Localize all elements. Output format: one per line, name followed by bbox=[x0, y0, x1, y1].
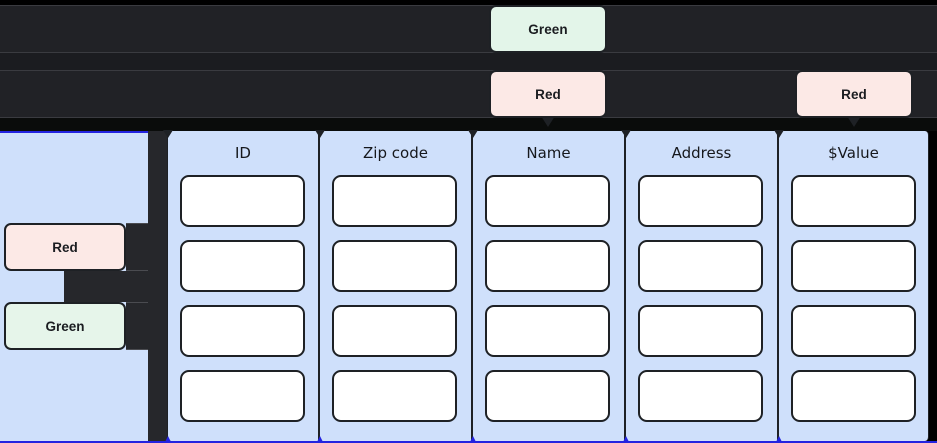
table-cell[interactable] bbox=[332, 240, 457, 292]
column-marker-triangle-icon bbox=[315, 130, 325, 138]
annotation-badge-red-center-label: Red bbox=[535, 86, 561, 102]
dark-header-area: Green Red Red bbox=[0, 0, 937, 131]
table-cell[interactable] bbox=[332, 305, 457, 357]
table-cell[interactable] bbox=[180, 305, 305, 357]
table-cell[interactable] bbox=[638, 305, 763, 357]
table-cell[interactable] bbox=[180, 175, 305, 227]
column-header-value: $Value bbox=[828, 144, 879, 162]
table-cell[interactable] bbox=[791, 240, 916, 292]
table-cell[interactable] bbox=[332, 370, 457, 422]
table-cell[interactable] bbox=[791, 305, 916, 357]
annotation-badge-red-right-label: Red bbox=[841, 86, 867, 102]
column-bottom-marker-icon bbox=[776, 436, 782, 442]
pointer-triangle-down-icon bbox=[847, 116, 861, 127]
table-column-address[interactable]: Address bbox=[621, 130, 778, 442]
table-cell[interactable] bbox=[638, 240, 763, 292]
content-area: Red Green ID Zip code Name bbox=[0, 130, 937, 443]
table-cell[interactable] bbox=[485, 370, 610, 422]
pointer-triangle-down-icon bbox=[541, 116, 555, 127]
column-marker-triangle-icon bbox=[621, 130, 631, 138]
column-header-zip-code: Zip code bbox=[363, 144, 428, 162]
table-column-zip-code[interactable]: Zip code bbox=[315, 130, 472, 442]
table-cell[interactable] bbox=[791, 175, 916, 227]
table-column-value[interactable]: $Value bbox=[774, 130, 929, 442]
table-cell[interactable] bbox=[332, 175, 457, 227]
side-notch-green bbox=[126, 302, 150, 350]
column-marker-triangle-icon bbox=[774, 130, 784, 138]
column-header-address: Address bbox=[671, 144, 732, 162]
table-columns-container: ID Zip code Name Addres bbox=[163, 130, 929, 443]
table-cell[interactable] bbox=[485, 175, 610, 227]
left-side-panel: Red Green bbox=[0, 131, 151, 443]
annotation-badge-green-top[interactable]: Green bbox=[489, 5, 607, 53]
column-bottom-marker-icon bbox=[165, 436, 171, 442]
annotation-badge-red-center[interactable]: Red bbox=[489, 70, 607, 127]
annotation-badge-red-right[interactable]: Red bbox=[795, 70, 913, 127]
table-cell[interactable] bbox=[638, 175, 763, 227]
table-cell[interactable] bbox=[791, 370, 916, 422]
side-notch-middle bbox=[64, 271, 150, 302]
dark-row-band-2 bbox=[0, 70, 937, 118]
table-cell[interactable] bbox=[180, 240, 305, 292]
column-header-id: ID bbox=[235, 144, 251, 162]
table-cell[interactable] bbox=[485, 240, 610, 292]
table-cell[interactable] bbox=[638, 370, 763, 422]
side-notch-red bbox=[126, 223, 150, 271]
bottom-accent-line bbox=[0, 441, 937, 443]
column-marker-triangle-icon bbox=[163, 130, 173, 138]
side-annotation-badge-green-label: Green bbox=[45, 318, 85, 334]
vertical-divider-bar bbox=[148, 131, 167, 441]
column-bottom-marker-icon bbox=[623, 436, 629, 442]
column-bottom-marker-icon bbox=[317, 436, 323, 442]
table-cell[interactable] bbox=[485, 305, 610, 357]
side-annotation-badge-red-label: Red bbox=[52, 239, 78, 255]
side-annotation-badge-red[interactable]: Red bbox=[4, 223, 126, 271]
column-header-name: Name bbox=[526, 144, 571, 162]
column-marker-triangle-icon bbox=[468, 130, 478, 138]
dark-row-band-3 bbox=[0, 118, 937, 131]
table-cell[interactable] bbox=[180, 370, 305, 422]
side-annotation-badge-green[interactable]: Green bbox=[4, 302, 126, 350]
column-bottom-marker-icon bbox=[470, 436, 476, 442]
annotation-badge-green-top-label: Green bbox=[528, 21, 568, 37]
dark-row-band-1 bbox=[0, 5, 937, 53]
table-column-name[interactable]: Name bbox=[468, 130, 625, 442]
dark-row-gap bbox=[0, 53, 937, 70]
table-column-id[interactable]: ID bbox=[163, 130, 319, 442]
